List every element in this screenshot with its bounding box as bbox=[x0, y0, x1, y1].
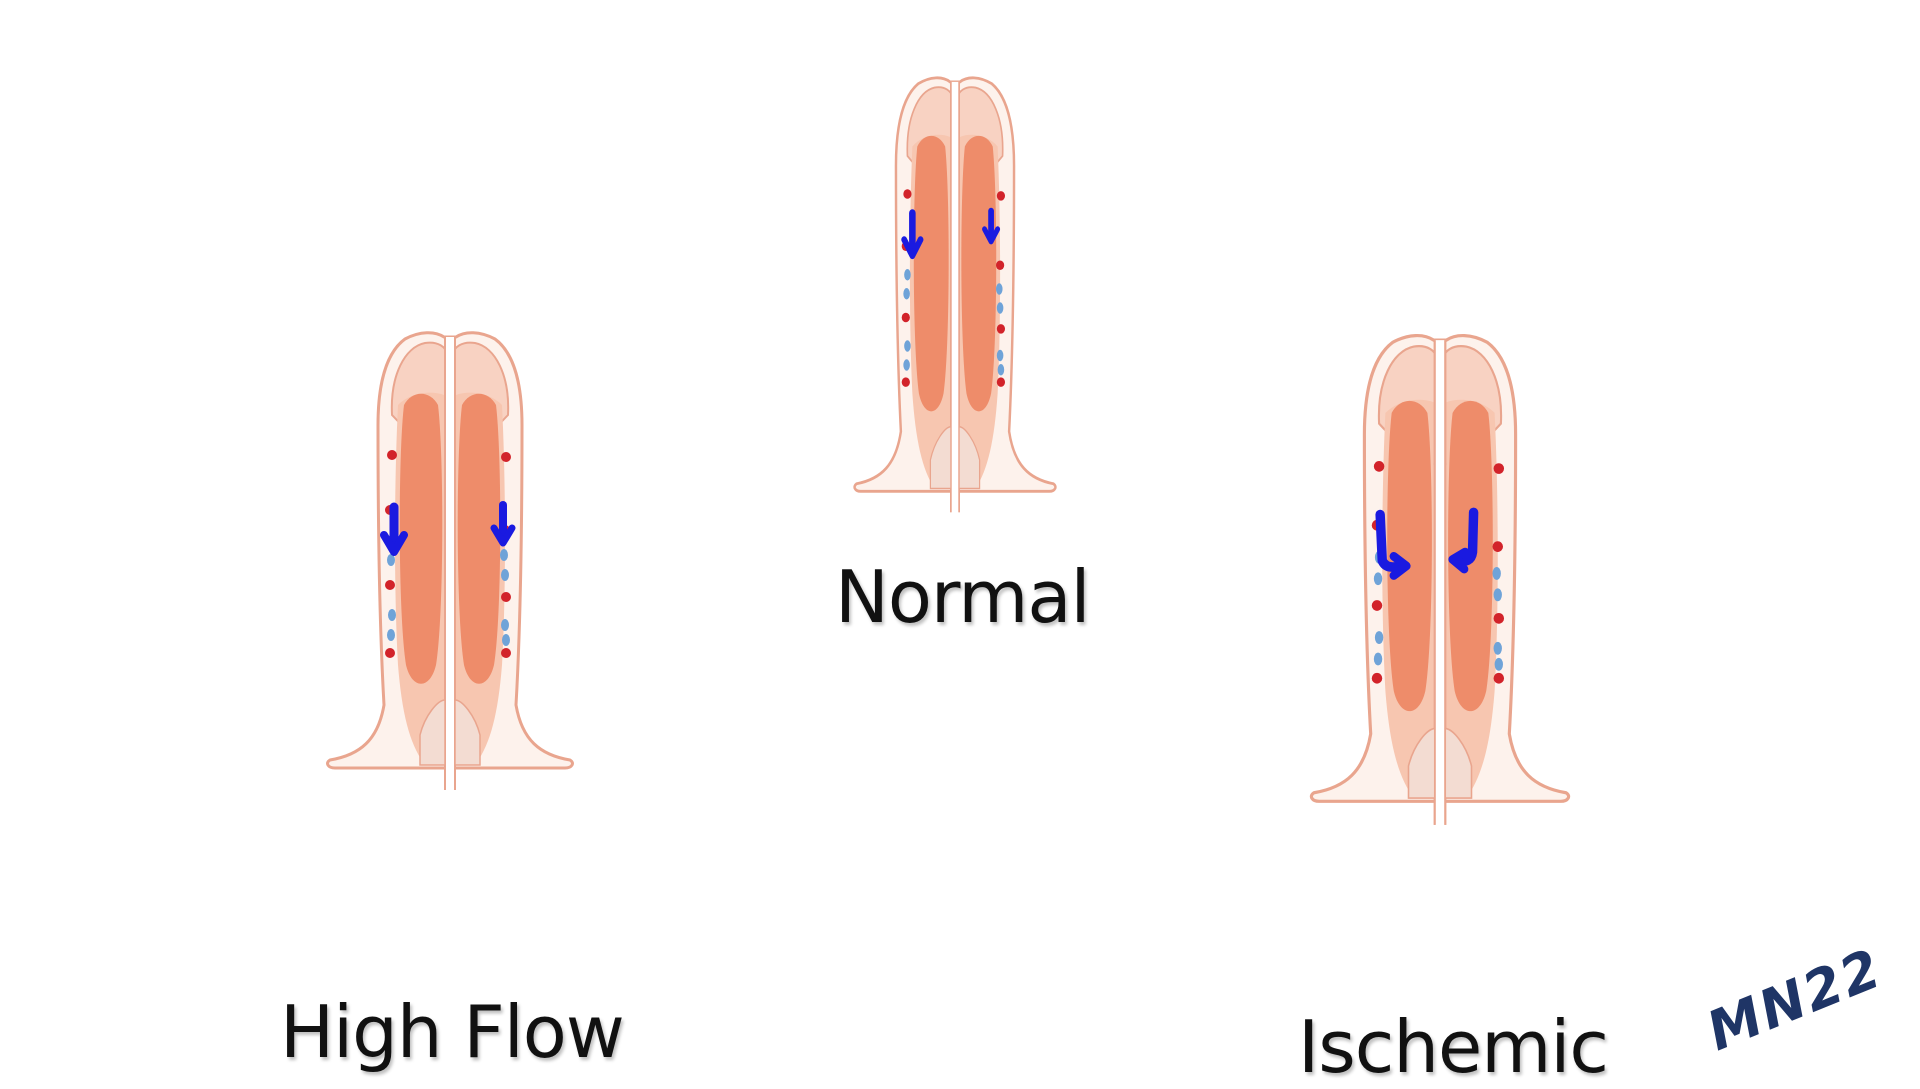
organ-high-flow bbox=[328, 333, 573, 790]
label-high-flow: High Flow bbox=[280, 990, 624, 1074]
organ-normal bbox=[855, 78, 1056, 512]
organ-ischemic bbox=[1311, 336, 1568, 825]
label-ischemic: Ischemic bbox=[1298, 1005, 1608, 1089]
label-normal: Normal bbox=[835, 555, 1090, 639]
